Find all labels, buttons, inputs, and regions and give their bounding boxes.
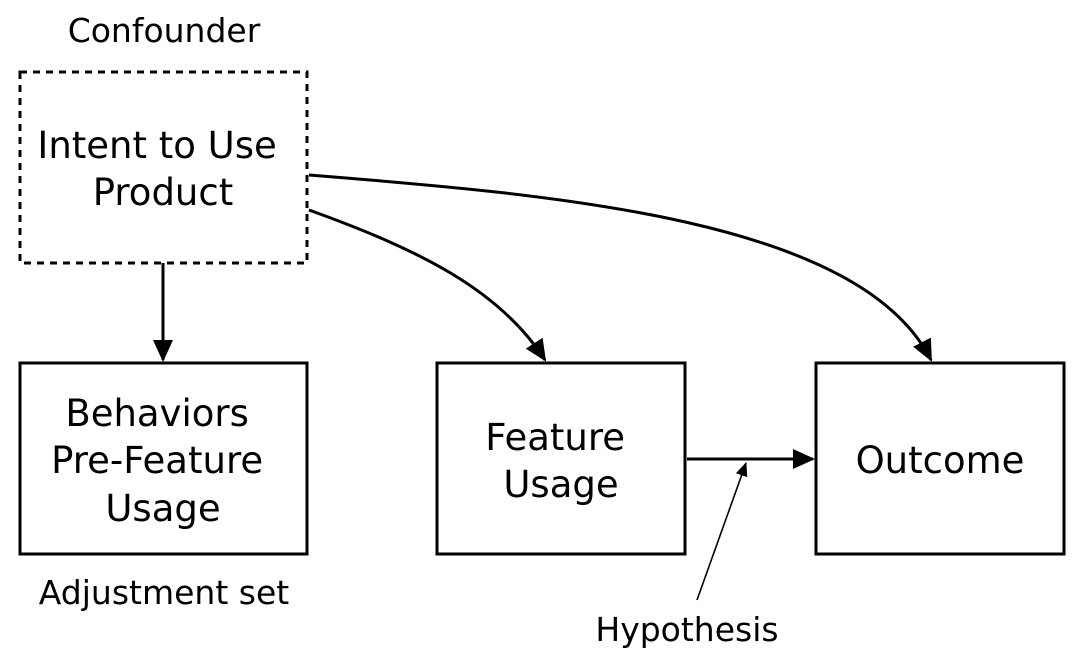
node-behaviors-line-1: Behaviors bbox=[65, 392, 249, 435]
node-outcome-box bbox=[814, 361, 1066, 556]
confounder-caption: Confounder bbox=[68, 11, 261, 50]
node-feature-box bbox=[435, 361, 687, 556]
node-outcome: Outcome bbox=[814, 361, 1066, 556]
node-outcome-line-1: Outcome bbox=[856, 439, 1025, 482]
node-intent-line-1: Intent to Use bbox=[37, 124, 276, 167]
node-behaviors-line-3: Usage bbox=[105, 487, 220, 530]
node-feature-label: Feature Usage bbox=[485, 416, 637, 506]
hypothesis-pointer bbox=[696, 462, 748, 601]
node-feature-usage: Feature Usage bbox=[435, 361, 687, 556]
node-behaviors-label: Behaviors Pre-Feature Usage bbox=[51, 392, 275, 530]
node-behaviors-box bbox=[18, 361, 309, 556]
node-feature-line-2: Usage bbox=[503, 463, 618, 506]
node-intent-box bbox=[18, 70, 309, 265]
node-intent-to-use-product: Intent to Use Product bbox=[18, 70, 309, 265]
node-behaviors-pre-feature-usage: Behaviors Pre-Feature Usage bbox=[18, 361, 309, 556]
node-behaviors-line-2: Pre-Feature bbox=[51, 439, 263, 482]
node-outcome-label: Outcome bbox=[856, 439, 1025, 482]
node-intent-label: Intent to Use Product bbox=[37, 124, 288, 214]
edge-intent-to-feature bbox=[308, 208, 547, 362]
node-intent-line-2: Product bbox=[93, 171, 233, 214]
hypothesis-caption: Hypothesis bbox=[595, 610, 778, 649]
edge-intent-to-outcome bbox=[308, 173, 933, 362]
adjustment-set-caption: Adjustment set bbox=[39, 573, 289, 612]
node-feature-line-1: Feature bbox=[485, 416, 625, 459]
